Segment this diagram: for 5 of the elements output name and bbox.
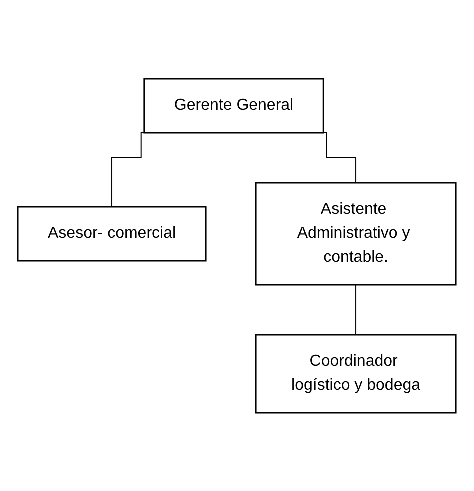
- node-box: Gerente General: [144, 78, 324, 134]
- connector: [356, 284, 357, 335]
- node-box: Coordinador logístico y bodega: [255, 334, 457, 414]
- node-box: Asistente Administrativo y contable.: [255, 182, 457, 286]
- node-box: Asesor- comercial: [17, 206, 207, 262]
